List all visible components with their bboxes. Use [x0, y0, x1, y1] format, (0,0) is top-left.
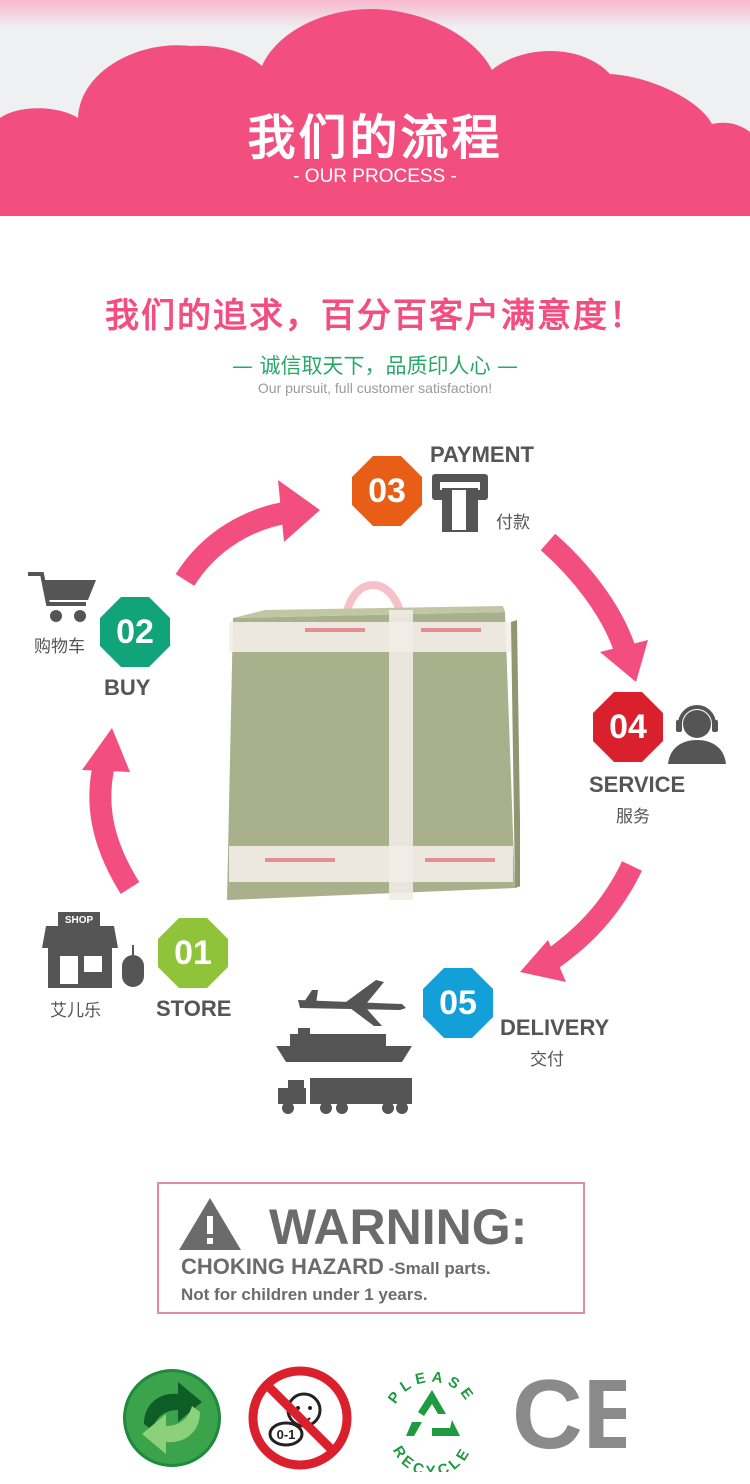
- step-03-label: PAYMENT: [430, 442, 534, 467]
- shop-icon: SHOP: [42, 912, 118, 988]
- arrowhead-03: [278, 480, 320, 542]
- step-02-badge: 02: [100, 597, 170, 667]
- ce-text: CE: [512, 1370, 626, 1454]
- page-subtitle: - OUR PROCESS -: [293, 166, 457, 187]
- step-05-zh: 交付: [530, 1050, 564, 1070]
- arrowhead-05: [520, 940, 566, 982]
- age-text: 0-1: [277, 1427, 296, 1442]
- warning-hazard-line: CHOKING HAZARD -Small parts.: [181, 1254, 491, 1280]
- cart-icon: [28, 572, 96, 622]
- slogan-main: 我们的追求，百分百客户满意度！: [105, 296, 645, 336]
- step-04-zh: 服务: [616, 807, 650, 827]
- transport-icon: [276, 980, 412, 1114]
- step-04-badge: 04: [593, 692, 663, 762]
- shop-sign-text: SHOP: [65, 915, 94, 926]
- process-arrows: [82, 480, 648, 982]
- step-01-zh: 艾儿乐: [50, 1001, 101, 1021]
- green-dot-icon: [123, 1369, 221, 1467]
- warning-triangle-icon: [179, 1198, 241, 1250]
- slogan-sub: — 诚信取天下，品质印人心 —: [231, 354, 519, 378]
- ce-mark-icon: CE: [512, 1370, 626, 1454]
- warning-title: WARNING:: [269, 1199, 528, 1255]
- please-recycle-icon: PLEASE RECYCLE: [385, 1368, 475, 1472]
- mouse-icon: [122, 945, 144, 987]
- step-02-zh: 购物车: [34, 637, 85, 657]
- step-02-label: BUY: [104, 675, 151, 700]
- pos-terminal-icon: [432, 474, 488, 532]
- arrow-02-03: [175, 501, 292, 587]
- age-restriction-icon: 0-1: [248, 1366, 352, 1470]
- page-title: 我们的流程: [247, 110, 503, 166]
- step-04-label: SERVICE: [589, 772, 686, 797]
- arrowhead-02: [82, 728, 130, 772]
- step-03-badge: 03: [352, 456, 422, 526]
- arrowhead-04: [600, 640, 648, 682]
- step-03-zh: 付款: [496, 513, 530, 533]
- step-01-label: STORE: [156, 996, 232, 1021]
- arrow-01-02: [89, 757, 140, 894]
- step-05-badge: 05: [423, 968, 493, 1038]
- headset-agent-icon: [668, 705, 726, 764]
- airplane-icon: [298, 980, 406, 1026]
- package-image: [227, 581, 520, 900]
- header-banner: 我们的流程 - OUR PROCESS -: [0, 0, 750, 216]
- warning-box: WARNING: CHOKING HAZARD -Small parts. No…: [157, 1182, 585, 1314]
- arrow-04-05: [541, 861, 642, 972]
- cloud-shape: [0, 0, 750, 216]
- step-05-label: DELIVERY: [500, 1015, 610, 1040]
- warning-hazard-bold: CHOKING HAZARD: [181, 1254, 384, 1279]
- slogan-en: Our pursuit, full customer satisfaction!: [257, 380, 493, 396]
- recycle-arrows-icon: [406, 1390, 460, 1436]
- ship-icon: [276, 1028, 412, 1062]
- truck-icon: [278, 1078, 412, 1114]
- arrow-03-04: [540, 533, 636, 654]
- step-01-badge: 01: [158, 918, 228, 988]
- warning-age-line: Not for children under 1 years.: [181, 1285, 428, 1304]
- warning-hazard-rest: -Small parts.: [383, 1259, 491, 1278]
- recycle-bottom-text: RECYCLE: [389, 1443, 475, 1472]
